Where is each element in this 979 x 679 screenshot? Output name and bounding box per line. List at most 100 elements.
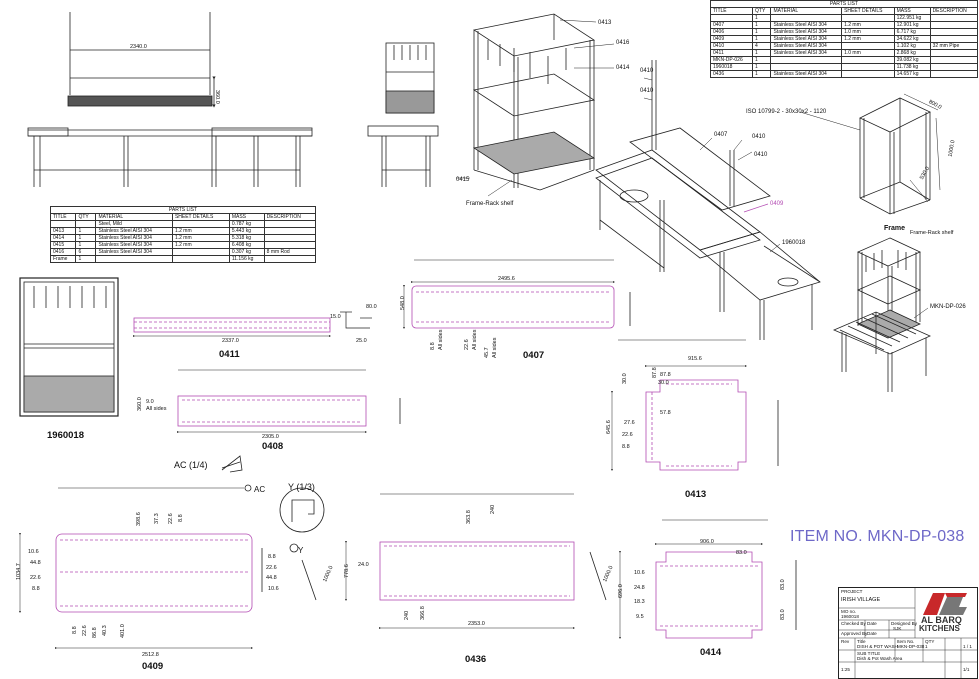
dim: 83.0 [780, 579, 786, 590]
dim: 2495.6 [498, 276, 515, 282]
parts-cell: 6 [75, 248, 97, 256]
parts-cell [263, 227, 317, 235]
front-elevation-table [27, 127, 313, 187]
parts-cell: 8 mm Rod [263, 248, 317, 256]
parts-cell [841, 70, 895, 78]
parts-cell: MKN-DP-026 [710, 56, 753, 64]
parts-cell [929, 63, 979, 71]
parts-cell: 0407 [710, 21, 753, 29]
parts-cell [929, 14, 979, 22]
frame-rack-label: Frame-Rack shelf [910, 230, 954, 236]
detail-y [279, 487, 325, 601]
title-block-grid [839, 588, 977, 678]
parts-cell: 0415 [49, 241, 77, 249]
parts-cell: 1.2 mm [841, 35, 895, 43]
parts-cell [929, 21, 979, 29]
part-0414 [655, 551, 763, 639]
parts-cell: 122.951 kg [893, 14, 931, 22]
dim: 22.6 [266, 565, 277, 571]
parts-cell: 4 [751, 42, 772, 50]
parts-cell: 12.901 kg [893, 21, 931, 29]
parts-cell: 1.2 mm [171, 241, 230, 249]
dim: 2353.0 [468, 621, 485, 627]
dim: 1000.0 [602, 565, 614, 583]
dim: 2340.0 [130, 44, 147, 50]
dim: 1000.0 [322, 565, 334, 583]
part-label-0407: 0407 [523, 350, 545, 361]
parts-cell: 0413 [49, 227, 77, 235]
dim: 57.8 [660, 410, 671, 416]
part-0413 [645, 379, 747, 471]
parts-cell [770, 56, 843, 64]
dim: All sides [438, 329, 444, 350]
parts-cell: 0406 [710, 28, 753, 36]
part-0411 [133, 317, 331, 333]
front-elevation-rack [67, 12, 216, 108]
parts-cell [171, 248, 230, 256]
dim: 548.0 [400, 296, 406, 310]
parts-cell: 0.307 kg [228, 248, 265, 256]
dim: 44.8 [266, 575, 277, 581]
parts-cell [263, 234, 317, 242]
dim: 9.0 [146, 399, 154, 405]
parts-cell: 1 [751, 49, 772, 57]
callout-0409: 0409 [770, 201, 784, 207]
dim: 22.6 [168, 513, 174, 524]
dim: All sides [472, 329, 478, 350]
parts-cell: 32 mm Pipe [929, 42, 979, 50]
dim: 240 [404, 611, 410, 620]
callout-1960018: 1960018 [782, 240, 806, 246]
parts-cell [929, 28, 979, 36]
parts-cell: 1.0 mm [841, 49, 895, 57]
dim: 645.6 [606, 420, 612, 434]
parts-cell: 0436 [710, 70, 753, 78]
dim: 8.8 [268, 554, 276, 560]
parts-cell [263, 241, 317, 249]
logo-mark-icon [923, 593, 967, 615]
parts-cell [929, 49, 979, 57]
dim: 45.7 [484, 347, 490, 358]
dim: 30.0 [658, 380, 669, 386]
item-number: ITEM NO. MKN-DP-038 [790, 528, 965, 545]
parts-cell: 0411 [710, 49, 753, 57]
dim: 22.6 [464, 339, 470, 350]
dim: 15.0 [330, 314, 341, 320]
parts-cell: 11.738 kg [893, 63, 931, 71]
parts-cell: 1 [751, 21, 772, 29]
parts-cell: Stainless Steel AISI 304 [770, 70, 843, 78]
parts-cell: 0410 [710, 42, 753, 50]
part-0409 [55, 533, 253, 613]
parts-cell: 5.443 kg [228, 227, 265, 235]
dim: 37.3 [154, 513, 160, 524]
dim: 24.0 [358, 562, 369, 568]
dim: 530.0 [919, 166, 931, 181]
callout-0413: 0413 [598, 20, 612, 26]
rack-shelf-isometric [472, 13, 596, 191]
callout-0410b: 0410 [640, 88, 654, 94]
callout-0416: 0416 [616, 40, 630, 46]
frame-isometric [859, 97, 931, 215]
parts-cell [710, 14, 753, 22]
parts-cell [171, 255, 230, 263]
dim: 22.6 [622, 432, 633, 438]
dim: 87.8 [660, 372, 671, 378]
callout-0414: 0414 [616, 65, 630, 71]
parts-cell: 1 [75, 241, 97, 249]
parts-cell: 0409 [710, 35, 753, 43]
parts-cell: 1 [751, 63, 772, 71]
part-label-0413: 0413 [685, 489, 707, 500]
parts-cell: 1 [751, 28, 772, 36]
parts-cell: Stainless Steel AISI 304 [770, 21, 843, 29]
parts-cell: Stainless Steel AISI 304 [95, 234, 173, 242]
dim: 87.8 [652, 367, 658, 378]
trolley-rack-isometric [832, 237, 931, 392]
callout-0407: 0407 [714, 132, 728, 138]
